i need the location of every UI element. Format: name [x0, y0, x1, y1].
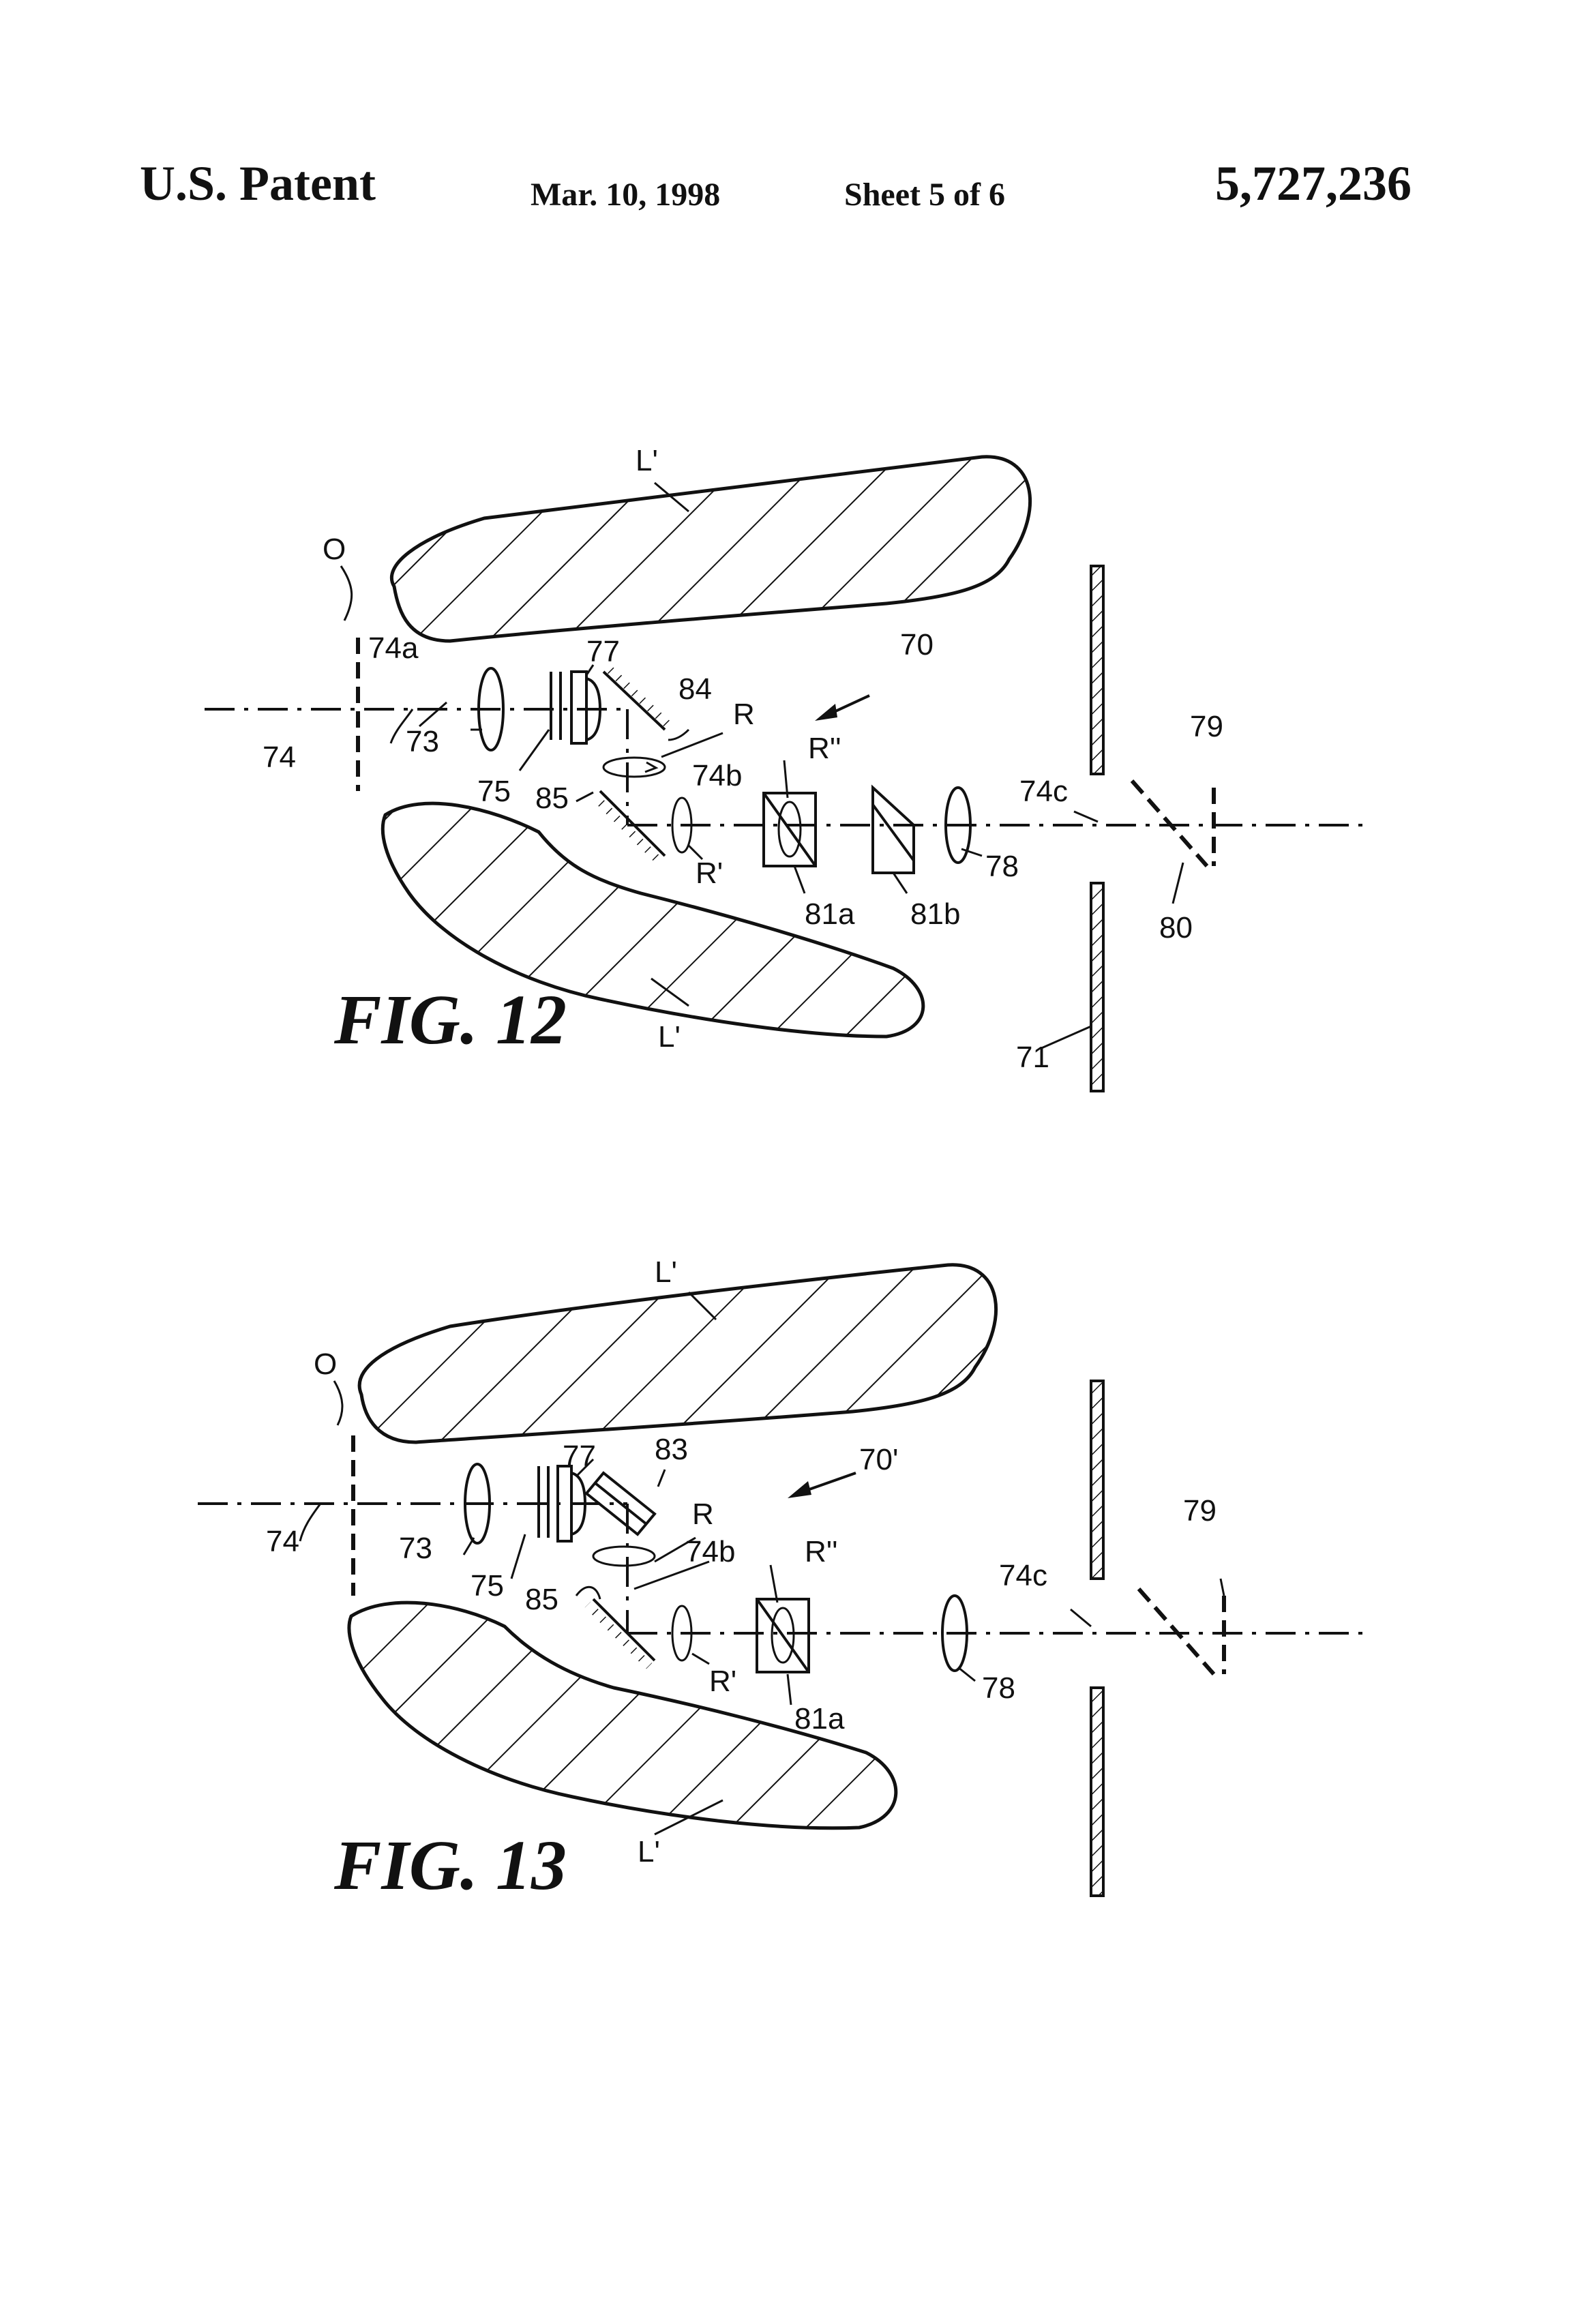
label-79-fig12: 79 [1190, 710, 1223, 743]
label-O-fig12: O [323, 533, 346, 566]
figure-12: L' O 74a 77 70 84 R 79 74 73 75 85 74b R… [205, 444, 1364, 1092]
label-70-fig12: 70 [900, 628, 934, 661]
label-74b-fig12: 74b [692, 759, 742, 792]
label-R-fig13: R [692, 1498, 714, 1531]
label-74c-fig13: 74c [999, 1559, 1047, 1592]
lower-lid-fig13 [347, 1600, 898, 1830]
figure-12-caption: FIG. 12 [333, 981, 567, 1059]
label-74c-fig12: 74c [1019, 775, 1068, 808]
patent-date: Mar. 10, 1998 [531, 177, 721, 213]
label-81a-fig13: 81a [794, 1702, 845, 1735]
label-79-fig13: 79 [1183, 1494, 1217, 1528]
label-Rpp-fig12: R'' [808, 732, 841, 765]
label-74b-fig13: 74b [685, 1535, 735, 1568]
label-85-fig13: 85 [525, 1583, 558, 1616]
label-71-fig12: 71 [1016, 1041, 1049, 1074]
label-Rp-fig12: R' [696, 856, 723, 890]
label-Rpp-fig13: R'' [805, 1535, 838, 1568]
patent-number: 5,727,236 [1215, 156, 1412, 211]
label-78-fig12: 78 [985, 850, 1019, 883]
label-77-fig12: 77 [586, 635, 620, 668]
label-L-bottom-fig12: L' [658, 1020, 681, 1054]
upper-lid-fig12 [389, 455, 1032, 643]
label-75-fig12: 75 [477, 775, 511, 808]
label-75-fig13: 75 [471, 1569, 504, 1603]
label-74a-fig12: 74a [368, 631, 419, 665]
label-O-fig13: O [314, 1347, 337, 1381]
figure-13: L' O 77 83 70' R 74 73 75 74b R'' 79 85 … [198, 1255, 1364, 1905]
label-77-fig13: 77 [563, 1440, 596, 1473]
lower-lid-fig12 [380, 801, 925, 1039]
label-80-fig12: 80 [1159, 911, 1193, 944]
label-83-fig13: 83 [655, 1433, 688, 1466]
label-78-fig13: 78 [982, 1671, 1015, 1705]
figure-13-caption: FIG. 13 [333, 1826, 567, 1905]
label-L-bottom-fig13: L' [638, 1835, 660, 1868]
label-85-fig12: 85 [535, 781, 569, 815]
label-74-fig12: 74 [263, 741, 296, 774]
sheet-number: Sheet 5 of 6 [844, 177, 1005, 213]
label-73-fig12: 73 [406, 725, 439, 758]
label-L-top-fig12: L' [636, 444, 658, 477]
label-84-fig12: 84 [678, 672, 712, 706]
label-74-fig13: 74 [266, 1525, 299, 1558]
label-Rp-fig13: R' [709, 1665, 736, 1698]
label-L-top-fig13: L' [655, 1255, 677, 1289]
patent-title: U.S. Patent [140, 156, 376, 211]
upper-lid-fig13 [357, 1263, 998, 1444]
label-81a-fig12: 81a [805, 897, 855, 931]
label-70p-fig13: 70' [859, 1443, 898, 1476]
label-73-fig13: 73 [399, 1532, 432, 1565]
label-R-fig12: R [733, 698, 755, 731]
label-81b-fig12: 81b [910, 897, 960, 931]
